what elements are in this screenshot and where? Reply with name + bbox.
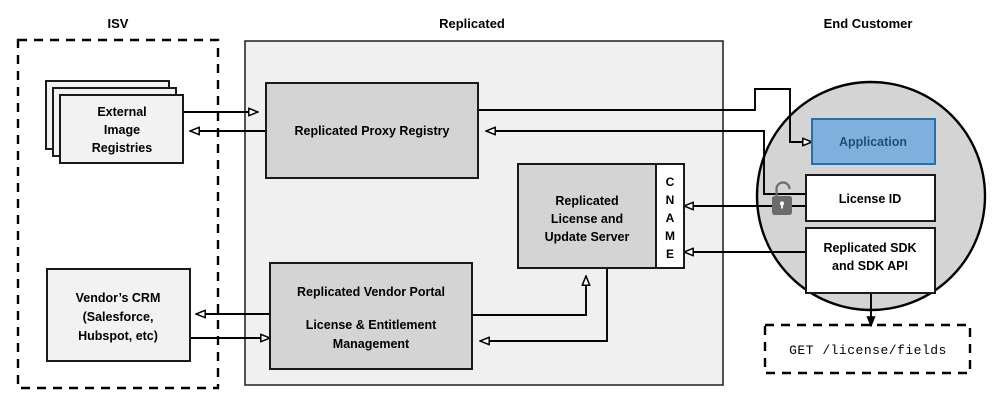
open-padlock-icon <box>772 181 792 215</box>
license-update-server-box <box>517 163 657 269</box>
license-id-label: License ID <box>839 192 902 206</box>
node-license-update-server[interactable]: Replicated License and Update Server <box>517 163 657 269</box>
node-vendor-crm[interactable]: Vendor’s CRM (Salesforce, Hubspot, etc) <box>46 268 191 362</box>
connector-portal-to-license-server <box>472 276 586 316</box>
vendor-crm-line-2: (Salesforce, <box>83 310 154 324</box>
cname-letter-3: A <box>666 211 675 225</box>
license-server-line-2: License and <box>551 212 623 226</box>
cname-letter-1: C <box>666 175 675 189</box>
zone-label-end-customer: End Customer <box>824 16 913 31</box>
node-external-image-registries[interactable]: External Image Registries <box>45 80 184 164</box>
cname-letter-2: N <box>666 193 675 207</box>
vendor-crm-line-1: Vendor’s CRM <box>76 291 161 305</box>
zone-label-isv: ISV <box>108 16 129 31</box>
node-license-id[interactable]: License ID <box>805 174 936 222</box>
registries-line-3: Registries <box>92 141 152 155</box>
cname-letter-4: M <box>665 229 675 243</box>
node-replicated-vendor-portal[interactable]: Replicated Vendor Portal License & Entit… <box>269 262 473 370</box>
application-box <box>811 118 936 165</box>
replicated-sdk-line-2: and SDK API <box>832 259 908 273</box>
application-label: Application <box>839 135 907 149</box>
vendor-portal-line-1: Replicated Vendor Portal <box>297 285 445 299</box>
cname-strip-box <box>655 163 685 269</box>
zone-label-replicated: Replicated <box>439 16 505 31</box>
node-replicated-sdk[interactable]: Replicated SDK and SDK API <box>805 227 936 294</box>
registry-stack-front <box>59 94 184 164</box>
registries-line-1: External <box>97 105 146 119</box>
replicated-sdk-line-1: Replicated SDK <box>823 241 916 255</box>
replicated-sdk-box <box>805 227 936 294</box>
license-id-box <box>805 174 936 222</box>
vendor-crm-line-3: Hubspot, etc) <box>78 329 158 343</box>
cname-letter-5: E <box>666 247 674 261</box>
node-replicated-proxy-registry[interactable]: Replicated Proxy Registry <box>265 82 479 179</box>
vendor-portal-box <box>269 262 473 370</box>
license-server-line-1: Replicated <box>555 194 618 208</box>
proxy-registry-box <box>265 82 479 179</box>
license-fields-label: GET /license/fields <box>789 343 947 358</box>
node-license-fields-request[interactable]: GET /license/fields <box>763 323 972 375</box>
connector-license-server-to-portal <box>480 268 608 341</box>
proxy-registry-label: Replicated Proxy Registry <box>295 124 450 138</box>
connector-customer-to-proxy <box>486 131 806 195</box>
node-application[interactable]: Application <box>811 118 936 165</box>
license-server-line-3: Update Server <box>545 230 630 244</box>
isv-zone-boundary <box>16 38 220 390</box>
connector-proxy-to-application <box>478 88 812 142</box>
node-cname-strip[interactable]: C N A M E <box>655 163 685 269</box>
vendor-portal-line-3: Management <box>333 337 410 351</box>
vendor-crm-box <box>46 268 191 362</box>
registries-line-2: Image <box>104 123 140 137</box>
license-fields-boundary <box>763 323 972 375</box>
vendor-portal-line-2: License & Entitlement <box>306 318 437 332</box>
